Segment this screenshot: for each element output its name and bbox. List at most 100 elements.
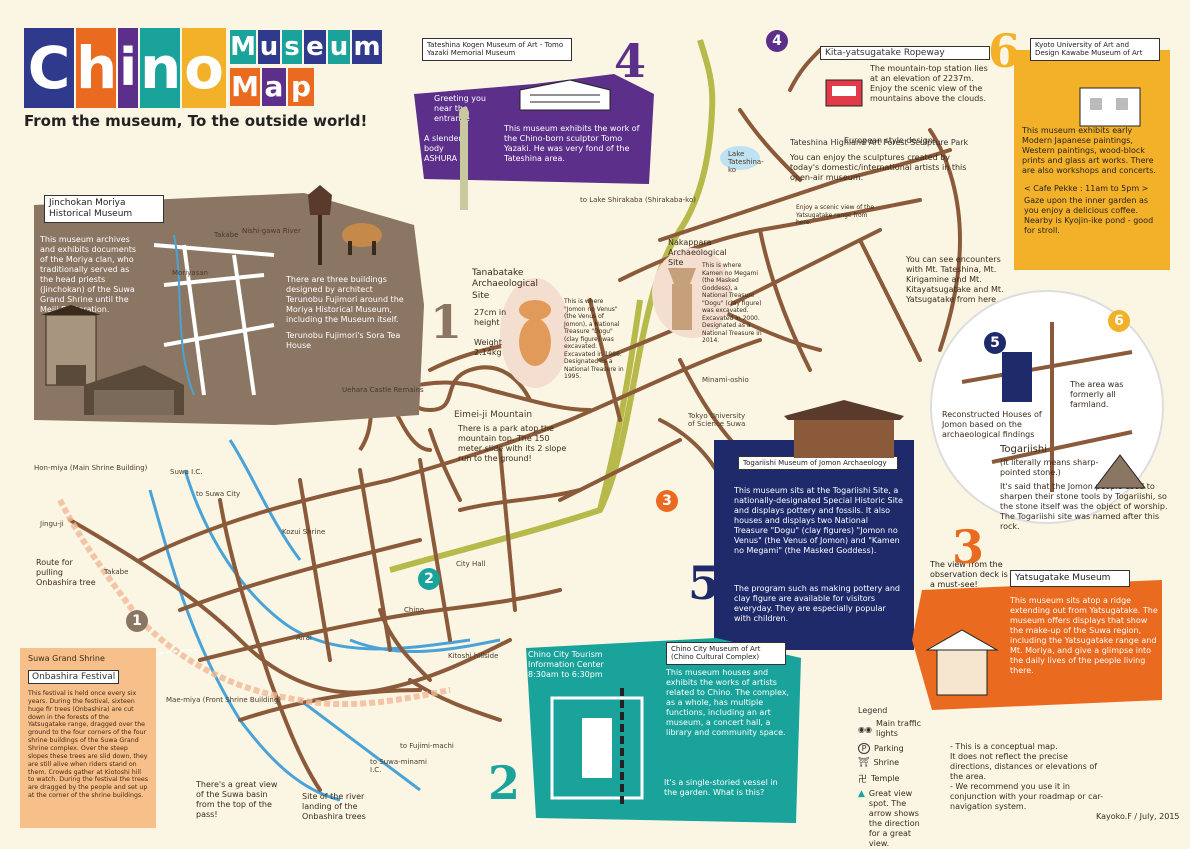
legend-label: Main traffic lights — [875, 719, 922, 738]
map-label-shirakaba: to Lake Shirakaba (Shirakaba-ko) — [580, 196, 696, 204]
temple-icon: 卍 — [858, 775, 868, 785]
togariishi-title: Togariishi — [1000, 444, 1047, 455]
onbashira-heading: Suwa Grand Shrine — [28, 654, 105, 663]
panel-3-desc: This museum sits atop a ridge extending … — [1010, 596, 1158, 675]
title-letter: h — [76, 28, 117, 108]
map-label-jingu-ji: Jingu-ji — [40, 520, 64, 528]
title-letter: m — [352, 30, 382, 64]
panel-6-desc: This museum exhibits early Modern Japane… — [1022, 126, 1156, 175]
legend-item: P Parking — [858, 743, 938, 754]
panel-4-statue: A slender body ASHURA — [424, 134, 462, 163]
onbashira-title: Onbashira Festival — [28, 670, 120, 684]
title-letter: n — [140, 28, 181, 108]
title-letter: u — [328, 30, 350, 64]
statue-icon — [454, 104, 474, 214]
panel-6-title: Kyoto University of Art and Design Kawab… — [1030, 38, 1160, 61]
panel-4-desc: This museum exhibits the work of the Chi… — [504, 124, 640, 163]
panel-1-buildings: There are three buildings designed by ar… — [286, 275, 404, 324]
panel-1-title: Jinchokan Moriya Historical Museum — [44, 195, 164, 223]
map-label-kozui: Kozui Shrine — [282, 528, 326, 536]
river — [183, 469, 471, 651]
legend-item: ▲ Great view spot. The arrow shows the d… — [858, 789, 938, 849]
map-label-takabe: Takabe — [104, 568, 129, 576]
highway — [389, 39, 716, 573]
panel-1-minimap: Takabe Moriyasan Nishi-gawa River — [144, 225, 301, 405]
nakappara-title: Nakappara Archaeological Site — [668, 238, 727, 267]
title-block: C h i n o M u s e u m M a p From the mus… — [24, 28, 384, 138]
tanabatake-weight: Weight 2.14kg — [474, 338, 502, 357]
onbashira-box: Suwa Grand Shrine Onbashira Festival Thi… — [20, 648, 156, 828]
legend-label: Great view spot. The arrow shows the dir… — [868, 789, 920, 848]
panel-5-number: 5 — [688, 556, 721, 610]
panel-6-shape — [1014, 50, 1170, 270]
museum-building-icon — [1070, 78, 1150, 128]
ropeway-title: Kita-yatsugatake Ropeway — [820, 46, 990, 60]
map-label-airai: Airai — [296, 634, 312, 642]
map-label-hon-miya: Hon-miya (Main Shrine Building) — [34, 464, 148, 472]
title-letter: e — [304, 30, 326, 64]
map-label-kitoshi: Kitoshi hillside — [448, 652, 499, 660]
panel-3-title: Yatsugatake Museum — [1010, 570, 1130, 587]
nakappara-desc: This is where Kamen no Megami (the Maske… — [702, 262, 762, 344]
panel-2-desc: This museum houses and exhibits the work… — [666, 668, 790, 737]
panel-2-chino-art: Chino City Museum of Art (Chino Cultural… — [488, 628, 806, 828]
marker-5[interactable]: 5 — [984, 332, 1006, 354]
legend-label: Shrine — [873, 758, 900, 767]
disclaimer-line: - We recommend you use it in conjunction… — [950, 782, 1104, 811]
title-letter: a — [262, 68, 286, 106]
roads — [68, 48, 962, 792]
panel-6-number: 6 — [988, 24, 1021, 78]
map-label-uehara: Uehara Castle Remains — [342, 386, 424, 394]
disclaimer-line: It does not reflect the precise directio… — [950, 752, 1098, 781]
tanabatake-site: Tanabatake Archaeological Site This is w… — [470, 268, 624, 398]
marker-6[interactable]: 6 — [1108, 310, 1130, 332]
panel-5-desc: This museum sits at the Togariishi Site,… — [734, 486, 903, 555]
panel-5-shape — [714, 440, 914, 650]
title-letter: s — [282, 30, 302, 64]
tanabatake-height: 27cm in height — [474, 308, 507, 327]
forest-info: Tateshina Highland Art Forest Sculpture … — [790, 134, 970, 183]
marker-4[interactable]: 4 — [766, 30, 788, 52]
panel-3-view-note: The view from the observation deck is a … — [930, 560, 1008, 589]
map-label-view-spot: Enjoy a scenic view of the Yatsugatake r… — [796, 204, 875, 226]
shrine-icon: ⛩ — [858, 758, 870, 768]
legend: Legend ◉◉ Main traffic lights P Parking … — [858, 706, 938, 848]
marker-3[interactable]: 3 — [656, 490, 678, 512]
map-label-mae-miya: Mae-miya (Front Shrine Building) — [166, 696, 282, 704]
map-label-fujimi: to Fujimi-machi — [400, 742, 454, 750]
european-style: European style design. — [844, 136, 936, 145]
legend-item: ⛩ Shrine — [858, 758, 938, 768]
houses-note: Reconstructed Houses of Jomon based on t… — [942, 410, 1042, 439]
title-letter: M — [230, 30, 256, 64]
traffic-light-icon: ◉◉ — [858, 724, 872, 734]
fortress-icon — [36, 305, 106, 395]
panel-1-label: Takabe — [214, 231, 239, 239]
title-letter: o — [182, 28, 226, 108]
panel-6-cafe: < Cafe Pekke : 11am to 5pm > — [1024, 184, 1149, 193]
station-diagram — [542, 688, 652, 808]
lake-label: Lake Tateshina-ko — [728, 150, 764, 174]
panel-5-togariishi: Togariishi Museum of Jomon Archaeology T… — [688, 420, 914, 650]
map-label-suwa-minami: to Suwa-minami I.C. — [370, 758, 427, 774]
panel-1-number: 1 — [430, 295, 463, 349]
disclaimer: - This is a conceptual map. It does not … — [950, 742, 1110, 812]
masked-goddess-icon — [662, 264, 702, 334]
jomon-house-icon — [1090, 450, 1150, 490]
map-label-eimeiji: Eimei-ji Mountain — [454, 410, 533, 420]
highway — [597, 299, 643, 511]
marker-1[interactable]: 1 — [126, 610, 148, 632]
forest-desc: You can enjoy the sculptures created by … — [790, 153, 967, 182]
tea-house-icon — [340, 215, 384, 255]
panel-4-number: 4 — [614, 34, 647, 88]
title-letter: p — [288, 68, 314, 106]
panel-6-kawabe: Kyoto University of Art and Design Kawab… — [988, 24, 1170, 270]
title-letter: C — [24, 28, 74, 108]
togariishi-sub: (It literally means sharp-pointed stone.… — [1000, 458, 1099, 477]
legend-heading: Legend — [858, 706, 888, 715]
panel-2-garden-note: It's a single-storied vessel in the gard… — [664, 778, 778, 797]
title-letter: i — [118, 28, 138, 108]
map-label-tokyo-univ: Tokyo University of Science Suwa — [688, 412, 746, 428]
marker-2[interactable]: 2 — [418, 568, 440, 590]
map-label-city-hall: City Hall — [456, 560, 486, 568]
